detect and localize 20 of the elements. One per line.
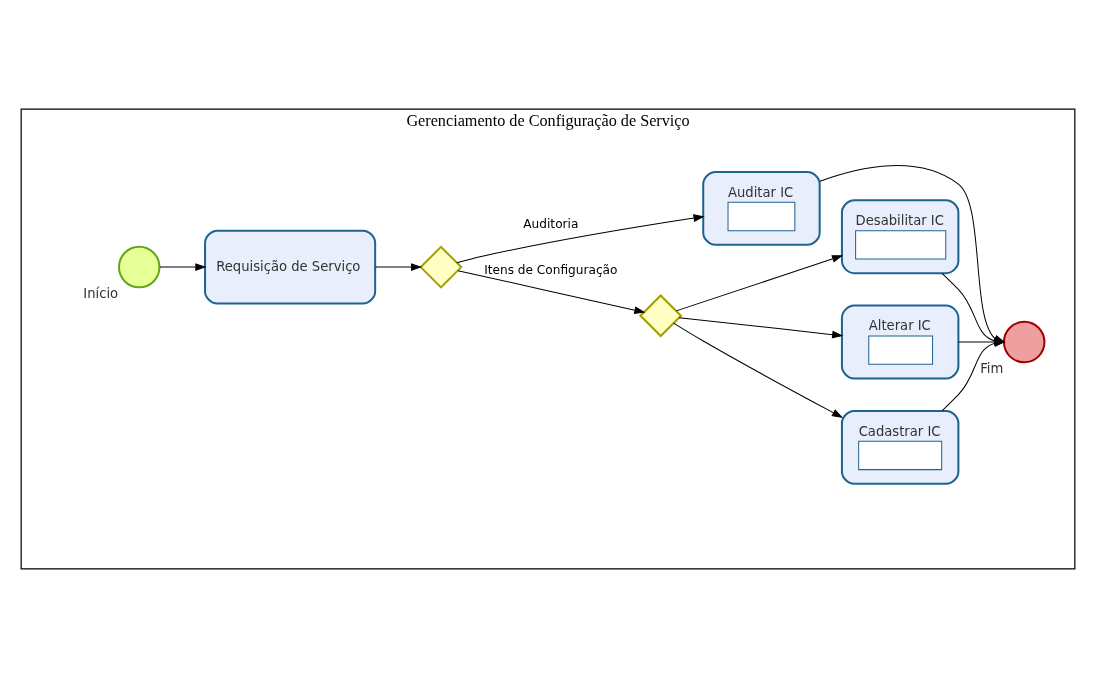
node-circle	[1002, 320, 1046, 363]
node-box: Auditar IC	[702, 170, 821, 246]
node-label: Início	[83, 285, 119, 301]
node-box: Desabilitar IC	[840, 198, 960, 274]
arrow	[673, 322, 844, 418]
arrow	[456, 213, 705, 263]
arrow	[375, 262, 423, 271]
arrow	[675, 254, 844, 311]
node-box: Cadastrar IC	[840, 409, 960, 485]
arrow	[159, 262, 207, 271]
node-diamond	[639, 293, 683, 337]
edge-label: Itens de Configuração	[484, 262, 618, 277]
edge-label: Auditoria	[523, 216, 579, 231]
node-label: Fim	[980, 360, 1004, 376]
arrow	[678, 316, 844, 338]
node-diamond	[419, 244, 463, 289]
node-circle	[117, 245, 161, 288]
node-box: Requisição de Serviço	[204, 229, 377, 305]
arrow	[457, 269, 646, 314]
node-box: Alterar IC	[840, 304, 960, 379]
